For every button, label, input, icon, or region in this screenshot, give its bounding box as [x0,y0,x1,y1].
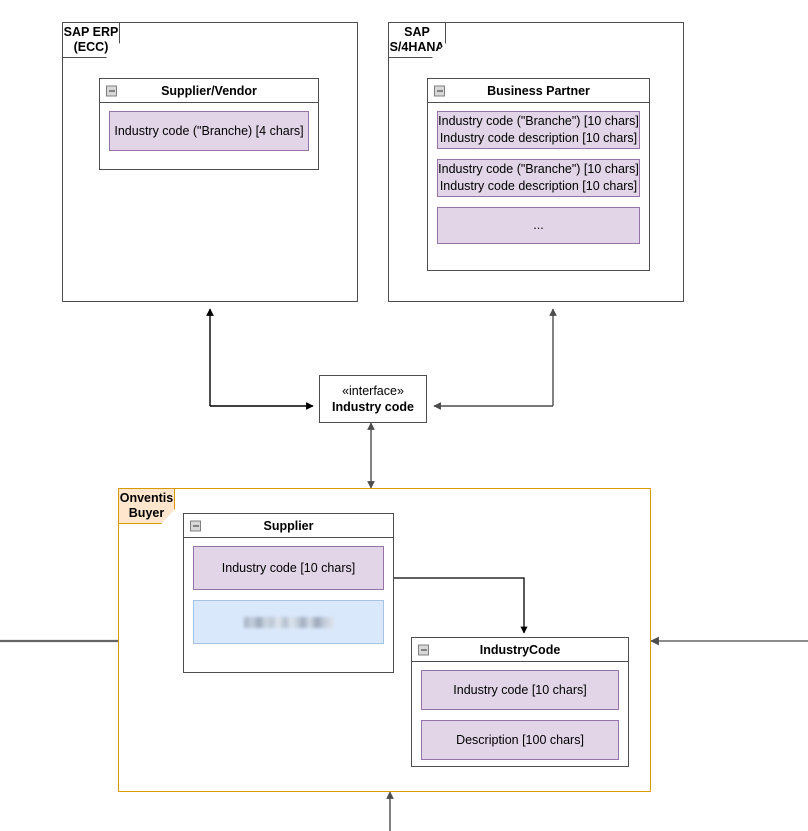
interface-stereotype: «interface» [342,384,404,398]
class-body-industrycode: Industry code [10 chars] Description [10… [412,662,628,768]
attribute-industry-code-10[interactable]: Industry code [10 chars] [421,670,619,710]
interface-name: Industry code [332,400,414,414]
attribute-description-100[interactable]: Description [100 chars] [421,720,619,760]
class-header-business-partner: Business Partner [428,79,649,103]
package-tab-line-1: Onventis [119,491,174,505]
class-header-industrycode: IndustryCode [412,638,628,662]
attribute-line: Description [100 chars] [456,732,584,747]
minus-icon[interactable] [190,520,201,531]
class-industrycode[interactable]: IndustryCode Industry code [10 chars] De… [411,637,629,767]
attribute-line: Industry code [10 chars] [221,560,356,575]
edge-saperp-interface [206,308,314,410]
attribute-ellipsis[interactable]: ... [437,207,640,244]
class-header-supplier-vendor: Supplier/Vendor [100,79,318,103]
class-title: Business Partner [487,83,590,98]
package-sap-erp[interactable] [62,22,358,302]
interface-industry-code[interactable]: «interface» Industry code [319,375,427,423]
class-title: Supplier [263,518,314,533]
package-tab-sap-erp[interactable]: SAP ERP (ECC) [62,22,120,58]
attribute-line: Industry code ("Branche") [10 chars] [438,162,639,176]
attribute-line: Industry code description [10 chars] [439,179,638,193]
attribute-line: Industry code description [10 chars] [439,131,638,145]
attribute-industry-code-branche-4[interactable]: Industry code ("Branche) [4 chars] [109,111,309,151]
class-body-supplier-vendor: Industry code ("Branche) [4 chars] [100,103,318,159]
attribute-industry-code-10[interactable]: Industry code [10 chars] [193,546,384,590]
package-tab-line-2: S/4HANA [389,40,445,54]
class-business-partner[interactable]: Business Partner Industry code ("Branche… [427,78,650,271]
minus-icon[interactable] [418,644,429,655]
package-tab-line-1: SAP [404,25,430,39]
package-tab-line-1: SAP ERP [63,25,119,39]
attribute-industry-code-branche-10-b[interactable]: Industry code ("Branche") [10 chars] Ind… [437,159,640,197]
package-tab-line-2: (ECC) [73,40,109,54]
attribute-line: Industry code ("Branche") [10 chars] [438,114,639,128]
package-tab-line-2: Buyer [128,506,165,520]
class-body-supplier: Industry code [10 chars] [184,538,393,652]
class-body-business-partner: Industry code ("Branche") [10 chars] Ind… [428,103,649,252]
class-title: IndustryCode [479,642,561,657]
class-header-supplier: Supplier [184,514,393,538]
class-supplier-vendor[interactable]: Supplier/Vendor Industry code ("Branche)… [99,78,319,170]
package-sap-s4hana[interactable] [388,22,684,302]
attribute-line: Industry code ("Branche) [4 chars] [114,123,304,138]
package-onventis-buyer[interactable] [118,488,651,792]
package-tab-sap-s4hana[interactable]: SAP S/4HANA [388,22,446,58]
attribute-line: Industry code [10 chars] [453,682,587,697]
edge-s4hana-interface [433,308,557,410]
attribute-redacted[interactable] [193,600,384,644]
redacted-value [243,616,334,628]
class-title: Supplier/Vendor [161,83,257,98]
minus-icon[interactable] [106,85,117,96]
minus-icon[interactable] [434,85,445,96]
attribute-industry-code-branche-10-a[interactable]: Industry code ("Branche") [10 chars] Ind… [437,111,640,149]
class-supplier[interactable]: Supplier Industry code [10 chars] [183,513,394,673]
package-tab-onventis-buyer[interactable]: Onventis Buyer [118,488,175,524]
attribute-line: ... [533,218,544,232]
